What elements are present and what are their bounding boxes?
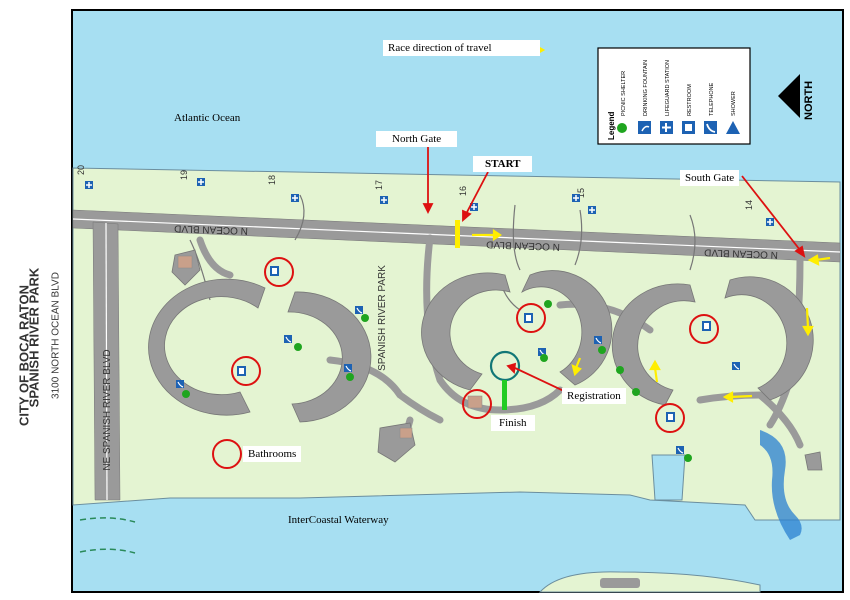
legend-item-label: LIFEGUARD STATION [665,60,671,116]
registration-label: Registration [562,388,626,404]
ne-spanish-river-blvd-centerline [105,222,108,501]
lifeguard-station-icon [766,218,774,226]
finish-line [502,380,507,410]
start-line [455,220,460,248]
legend-telephone-icon [704,121,717,134]
legend-item-label: RESTROOM [687,84,693,116]
atlantic-ocean-label: Atlantic Ocean [174,112,241,124]
road-label-ne-spanish-river-blvd: NE SPANISH RIVER BLVD [102,349,113,470]
callout-arrows [422,146,806,393]
finish-label: Finish [491,415,535,431]
building-2 [467,395,483,409]
restroom-icon [237,366,246,376]
marina [651,454,686,501]
restroom-icon [702,321,711,331]
legend: Legend PICNIC SHELTER DRINKING FOUNTAIN … [597,47,751,145]
lifeguard-station-icon [291,194,299,202]
restroom-icon [524,313,533,323]
north-arrow: NORTH [778,74,815,120]
lifeguard-station-icon [85,181,93,189]
lifeguard-number: 20 [76,165,86,175]
title-address: 3100 NORTH OCEAN BLVD [50,272,62,399]
legend-item-label: TELEPHONE [709,82,715,116]
legend-title: Legend [607,111,616,140]
lifeguard-number: 15 [576,188,586,198]
picnic-shelter-icon [182,300,692,462]
restroom-icon [270,266,279,276]
road-label-n-ocean-blvd-1: N OCEAN BLVD [174,222,248,236]
legend-item-label: PICNIC SHELTER [621,71,627,116]
lifeguard-station-icon [197,178,205,186]
lifeguard-number: 14 [744,200,754,210]
bathrooms-label: Bathrooms [243,446,302,462]
south-gate-label: South Gate [680,170,740,186]
bathroom-markers [212,257,719,469]
building [177,255,193,269]
lifeguard-station-icon [470,203,478,211]
restroom-icon [666,412,675,422]
lifeguard-station-icon [588,206,596,214]
telephone-icon [355,306,363,314]
legend-restroom-icon [682,121,695,134]
bathroom-circle [231,356,261,386]
telephone-icon [594,336,602,344]
legend-shower-icon [726,121,740,134]
telephone-icon [732,362,740,370]
building-3 [399,427,413,439]
island [538,571,761,593]
race-direction-label: Race direction of travel [383,40,540,56]
bathroom-circle [689,314,719,344]
lifeguard-number: 19 [179,170,189,180]
telephone-icon [284,335,292,343]
road-label-n-ocean-blvd-3: N OCEAN BLVD [704,246,778,260]
telephone-icon [676,446,684,454]
lifeguard-numbers: 20 19 18 17 16 15 14 [76,165,754,210]
legend-lifeguard-icon [660,121,673,134]
bathroom-circle [462,389,492,419]
north-label: NORTH [803,81,815,120]
waterway-edge-2 [79,548,136,554]
lifeguard-number: 17 [374,180,384,190]
start-label: START [473,156,533,172]
bathroom-circle [516,303,546,333]
amenity-icons [85,178,774,462]
bathroom-circle [655,403,685,433]
legend-item-label: DRINKING FOUNTAIN [643,60,649,116]
park-land [72,167,841,521]
north-gate-label: North Gate [376,131,458,147]
lifeguard-station-icon [380,196,388,204]
intercoastal-label: InterCoastal Waterway [288,514,389,526]
title-line-2: SPANISH RIVER PARK [26,267,42,408]
lifeguard-number: 16 [458,186,468,196]
road-label-n-ocean-blvd-2: N OCEAN BLVD [486,238,560,252]
waterway-edge [79,517,136,523]
legend-fountain-icon [638,121,651,134]
lifeguard-station-icon [572,194,580,202]
telephone-icon [344,364,352,372]
telephone-icon [176,380,184,388]
legend-item-label: SHOWER [731,91,737,116]
north-arrow-icon [778,74,800,118]
island-building [600,578,640,588]
lifeguard-number: 18 [267,175,277,185]
bathroom-circle [264,257,294,287]
bathroom-legend-circle [212,439,242,469]
legend-picnic-icon [617,123,627,133]
lagoon [760,430,802,540]
road-label-spanish-river-park: SPANISH RIVER PARK [377,265,388,371]
